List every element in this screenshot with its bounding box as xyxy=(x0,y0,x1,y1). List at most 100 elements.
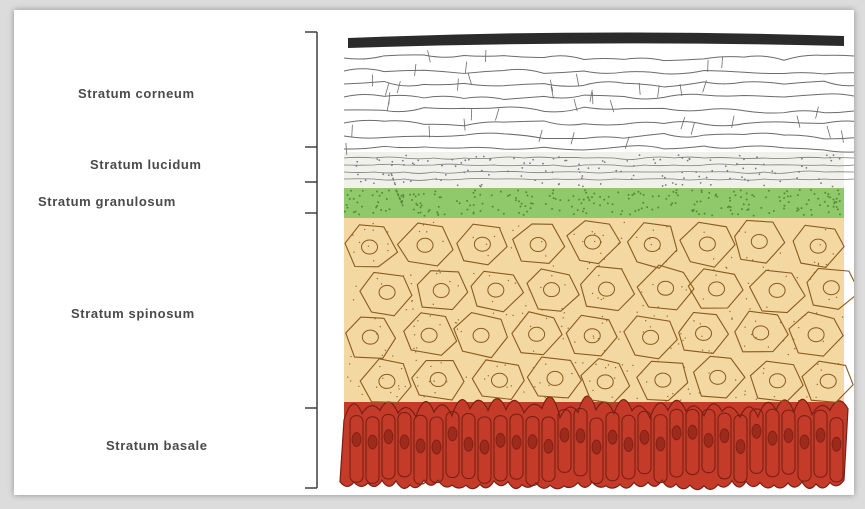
spinosum-dot xyxy=(672,393,673,394)
granulosum-dot xyxy=(482,203,484,205)
spinosum-dot xyxy=(352,234,353,235)
lucidum-dot xyxy=(633,165,635,167)
spinosum-dot xyxy=(768,269,769,270)
spinosum-dot xyxy=(786,276,787,277)
granulosum-dot xyxy=(396,191,398,193)
spinosum-dot xyxy=(678,343,679,344)
granulosum-dot xyxy=(768,190,770,192)
granulosum-dot xyxy=(708,197,710,199)
spinosum-dot xyxy=(814,272,815,273)
spinosum-dot xyxy=(414,334,415,335)
spinosum-dot xyxy=(349,363,350,364)
spinosum-dot xyxy=(746,257,747,258)
granulosum-dot xyxy=(607,202,609,204)
granulosum-dot xyxy=(593,192,595,194)
lucidum-dot xyxy=(413,164,415,166)
spinosum-dot xyxy=(522,313,523,314)
spinosum-dot xyxy=(645,320,646,321)
granulosum-dot xyxy=(353,198,355,200)
granulosum-dot xyxy=(790,195,792,197)
spinosum-dot xyxy=(573,234,574,235)
spinosum-dot xyxy=(436,273,437,274)
granulosum-dot xyxy=(638,209,640,211)
granulosum-dot xyxy=(399,198,401,200)
lucidum-dot xyxy=(475,156,477,158)
granulosum-dot xyxy=(730,206,732,208)
granulosum-dot xyxy=(629,213,631,215)
spinosum-dot xyxy=(411,300,412,301)
lucidum-dot xyxy=(412,162,414,164)
granulosum-dot xyxy=(385,210,387,212)
granulosum-dot xyxy=(753,215,755,217)
basale-nucleus xyxy=(528,435,537,449)
granulosum-dot xyxy=(420,206,422,208)
basale-nucleus xyxy=(736,440,745,454)
spinosum-dot xyxy=(665,401,666,402)
spinosum-dot xyxy=(433,222,434,223)
spinosum-dot xyxy=(744,394,745,395)
spinosum-dot xyxy=(598,265,599,266)
granulosum-dot xyxy=(577,209,579,211)
granulosum-dot xyxy=(497,209,499,211)
granulosum-dot xyxy=(583,199,585,201)
granulosum-dot xyxy=(671,202,673,204)
spinosum-dot xyxy=(419,231,420,232)
spinosum-dot xyxy=(376,387,377,388)
spinosum-dot xyxy=(744,327,745,328)
granulosum-dot xyxy=(796,207,798,209)
spinosum-dot xyxy=(815,397,816,398)
granulosum-dot xyxy=(525,191,527,193)
spinosum-dot xyxy=(405,386,406,387)
granulosum-dot xyxy=(423,193,425,195)
granulosum-dot xyxy=(552,192,554,194)
lucidum-dot xyxy=(687,160,689,162)
granulosum-dot xyxy=(461,213,463,215)
granulosum-dot xyxy=(553,197,555,199)
granulosum-dot xyxy=(413,193,415,195)
spinosum-dot xyxy=(749,308,750,309)
spinosum-dot xyxy=(818,263,819,264)
granulosum-dot xyxy=(491,194,493,196)
spinosum-dot xyxy=(606,320,607,321)
spinosum-dot xyxy=(774,396,775,397)
spinosum-dot xyxy=(504,364,505,365)
basale-nucleus xyxy=(608,430,617,444)
spinosum-dot xyxy=(551,275,552,276)
lucidum-dot xyxy=(507,170,509,172)
granulosum-dot xyxy=(358,213,360,215)
granulosum-dot xyxy=(381,192,383,194)
spinosum-dot xyxy=(825,229,826,230)
granulosum-dot xyxy=(515,197,517,199)
lucidum-dot xyxy=(403,164,405,166)
lucidum-dot xyxy=(729,178,731,180)
corneum-divider xyxy=(352,125,353,137)
spinosum-dot xyxy=(763,267,764,268)
granulosum-dot xyxy=(466,200,468,202)
spinosum-dot xyxy=(385,350,386,351)
granulosum-dot xyxy=(729,197,731,199)
granulosum-dot xyxy=(783,205,785,207)
granulosum-dot xyxy=(583,208,585,210)
granulosum-dot xyxy=(523,214,525,216)
granulosum-dot xyxy=(530,207,532,209)
spinosum-dot xyxy=(763,372,764,373)
lucidum-dot xyxy=(743,158,745,160)
lucidum-dot xyxy=(747,180,749,182)
spinosum-dot xyxy=(626,370,627,371)
granulosum-dot xyxy=(559,210,561,212)
spinosum-dot xyxy=(659,248,660,249)
spinosum-dot xyxy=(594,241,595,242)
granulosum-dot xyxy=(456,200,458,202)
spinosum-dot xyxy=(411,283,412,284)
spinosum-dot xyxy=(541,241,542,242)
granulosum-dot xyxy=(413,209,415,211)
spinosum-dot xyxy=(440,362,441,363)
granulosum-dot xyxy=(748,208,750,210)
spinosum-dot xyxy=(666,261,667,262)
granulosum-dot xyxy=(582,210,584,212)
spinosum-dot xyxy=(780,252,781,253)
spinosum-dot xyxy=(480,393,481,394)
spinosum-dot xyxy=(413,348,414,349)
spinosum-dot xyxy=(594,233,595,234)
granulosum-dot xyxy=(835,201,837,203)
